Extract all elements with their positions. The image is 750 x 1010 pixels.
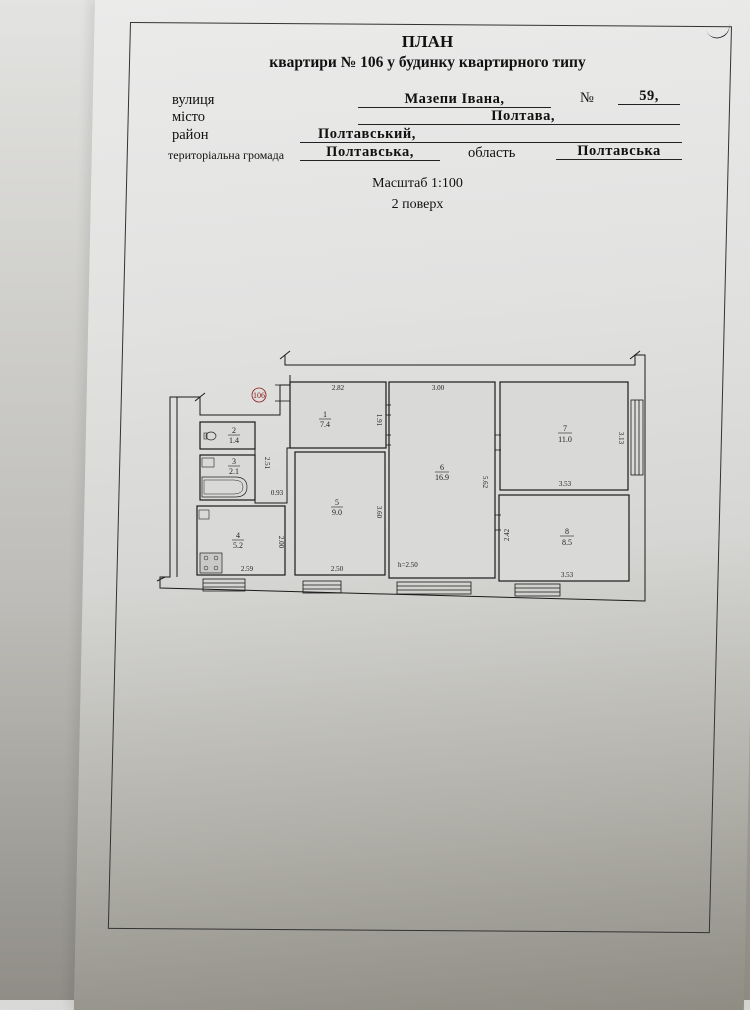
room-4-depth: 2.00: [277, 536, 285, 549]
room-1-number: 1: [323, 410, 327, 419]
community-value: Полтавська,: [300, 144, 440, 161]
number-label: №: [580, 90, 594, 106]
corridor: 0.93: [254, 422, 293, 504]
apartment-number-stamp: 106: [251, 387, 267, 403]
room-8-depth: 2.42: [503, 528, 511, 541]
room-6-area: 16.9: [435, 473, 449, 482]
room-6-width: 3.00: [432, 384, 445, 392]
document-title: ПЛАН: [401, 32, 454, 51]
room-1-width: 2.82: [332, 384, 345, 392]
window-room-6: [396, 581, 472, 595]
district-label: район: [172, 127, 209, 143]
room-7-number: 7: [563, 424, 567, 433]
room-1-depth: 1.91: [375, 414, 383, 427]
stove-icon: [199, 552, 223, 574]
room-3-dim: 2.51: [263, 457, 271, 470]
room-3-area: 2.1: [229, 467, 239, 476]
window-room-8: [514, 583, 561, 597]
region-value: Полтавська: [556, 143, 682, 160]
bathtub-icon: [201, 476, 248, 498]
door-marks: [275, 384, 501, 531]
room-2-area: 1.4: [229, 436, 239, 445]
room-5-depth: 3.60: [375, 506, 383, 519]
room-1-area: 7.4: [320, 420, 330, 429]
room-4-area: 5.2: [233, 541, 243, 550]
scale-label: Масштаб 1:100: [372, 176, 463, 191]
ceiling-height: h=2.50: [398, 561, 418, 569]
windows: [202, 399, 644, 597]
room-3: 3 2.1 2.51: [199, 454, 271, 501]
room-7-width: 3.53: [559, 480, 572, 488]
district-value: Полтавський,: [300, 126, 682, 143]
room-2-number: 2: [232, 426, 236, 435]
corridor-dim: 0.93: [271, 489, 284, 497]
room-2: 2 1.4: [199, 421, 256, 450]
room-4-width: 2.59: [241, 565, 254, 573]
room-8-area: 8.5: [562, 538, 572, 547]
street-value: Мазепи Івана,: [358, 91, 551, 108]
district-value-text: Полтавський,: [318, 126, 416, 142]
room-1: 2.82 1.91 1 7.4: [289, 381, 387, 449]
region-label: область: [468, 145, 516, 161]
room-6-depth: 5.62: [481, 476, 489, 489]
community-label: територіальна громада: [168, 148, 285, 162]
floor-label: 2 поверх: [391, 197, 444, 212]
number-value: 59,: [618, 88, 680, 105]
street-label: вулиця: [172, 92, 215, 108]
city-value: Полтава,: [358, 108, 680, 125]
sink-icon: [201, 457, 215, 468]
toilet-icon: [205, 431, 217, 441]
room-7: 7 11.0 3.53 3.13: [499, 381, 629, 491]
floor-plan: 2.82 1.91 1 7.4 2 1.4 3 2.1 2.51 0.93: [156, 350, 646, 602]
room-4: 4 5.2 2.59 2.00: [196, 505, 286, 576]
room-8-width: 3.53: [561, 571, 574, 579]
room-5: 5 9.0 2.50 3.60: [294, 451, 386, 576]
city-value-text: Полтава,: [491, 108, 555, 124]
window-kitchen: [202, 578, 246, 592]
document-subtitle: квартири № 106 у будинку квартирного тип…: [269, 54, 586, 71]
room-6-number: 6: [440, 463, 444, 472]
window-room-7: [630, 399, 644, 476]
room-6: 3.00 5.62 6 16.9 h=2.50: [388, 381, 496, 579]
kitchen-sink-icon: [198, 509, 210, 520]
apartment-stamp-text: 106: [253, 391, 265, 400]
room-5-number: 5: [335, 498, 339, 507]
window-room-5: [302, 580, 342, 594]
room-7-area: 11.0: [558, 435, 572, 444]
room-5-width: 2.50: [331, 565, 344, 573]
room-8: 8 8.5 3.53 2.42: [498, 494, 630, 582]
room-5-area: 9.0: [332, 508, 342, 517]
city-label: місто: [172, 109, 206, 125]
room-4-number: 4: [236, 531, 240, 540]
room-3-number: 3: [232, 457, 236, 466]
room-7-depth: 3.13: [617, 432, 625, 445]
room-8-number: 8: [565, 527, 569, 536]
